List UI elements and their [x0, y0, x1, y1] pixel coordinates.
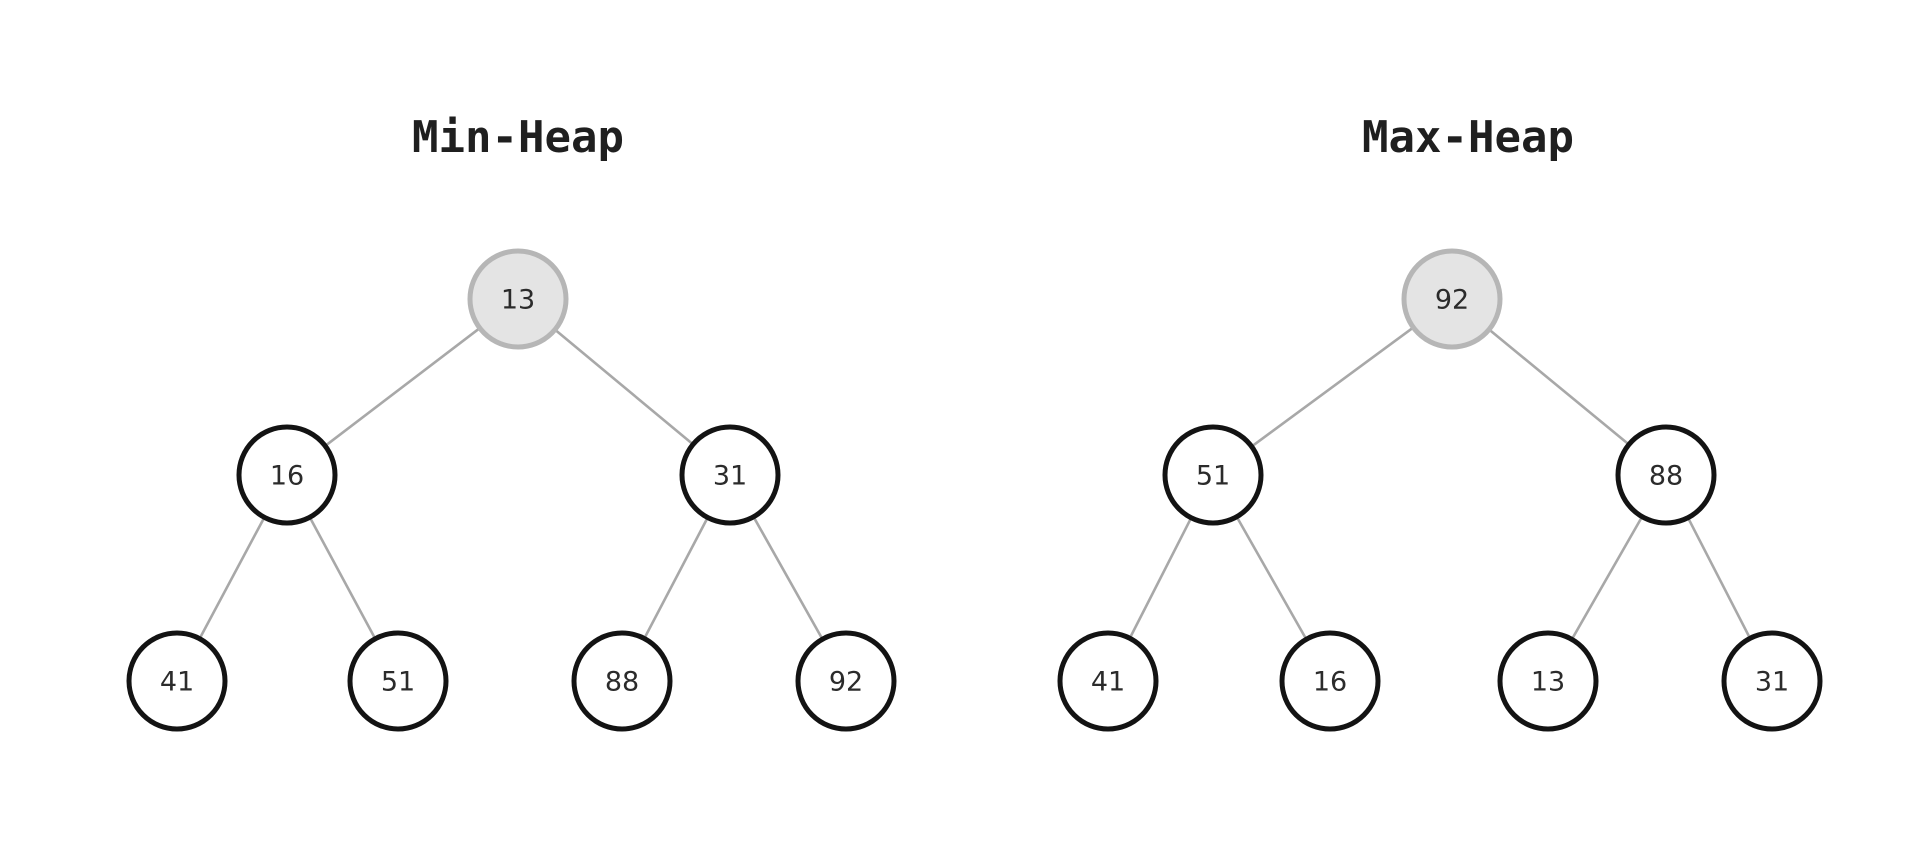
node-circle[interactable]	[1721, 630, 1823, 732]
tree-node[interactable]: 16	[236, 424, 338, 526]
tree-node[interactable]: 13	[467, 248, 569, 350]
node-circle[interactable]	[1057, 630, 1159, 732]
nodes-layer: 13 16 31 41 51 88 92 92 51 88 41 16 13 31	[126, 248, 1823, 732]
node-circle[interactable]	[571, 630, 673, 732]
tree-edge	[643, 517, 709, 639]
tree-edge	[1235, 516, 1308, 640]
tree-edge	[752, 516, 824, 640]
node-circle[interactable]	[1615, 424, 1717, 526]
tree-node[interactable]: 51	[347, 630, 449, 732]
node-value-label: 92	[1435, 285, 1469, 316]
node-circle-root[interactable]	[1401, 248, 1503, 350]
node-value-label: 41	[1091, 667, 1125, 698]
tree-node[interactable]: 92	[795, 630, 897, 732]
node-circle[interactable]	[126, 630, 228, 732]
tree-node[interactable]: 88	[1615, 424, 1717, 526]
tree-node[interactable]: 31	[679, 424, 781, 526]
tree-node[interactable]: 88	[571, 630, 673, 732]
tree-edge	[308, 516, 377, 640]
node-circle[interactable]	[1279, 630, 1381, 732]
tree-node[interactable]: 51	[1162, 424, 1264, 526]
tree-edge	[1571, 516, 1643, 640]
node-value-label: 13	[501, 285, 535, 316]
node-value-label: 88	[605, 667, 639, 698]
tree-node[interactable]: 13	[1497, 630, 1599, 732]
node-value-label: 92	[829, 667, 863, 698]
heap-title-min-heap: Min-Heap	[412, 112, 624, 163]
tree-node[interactable]: 92	[1401, 248, 1503, 350]
tree-edge	[198, 516, 266, 640]
node-value-label: 88	[1649, 461, 1683, 492]
tree-edge	[1687, 517, 1751, 639]
tree-edge	[1251, 326, 1414, 448]
node-value-label: 31	[1755, 667, 1789, 698]
node-value-label: 13	[1531, 667, 1565, 698]
node-value-label: 31	[713, 461, 747, 492]
titles-layer: Min-Heap Max-Heap	[412, 112, 1574, 163]
node-circle[interactable]	[679, 424, 781, 526]
node-circle-root[interactable]	[467, 248, 569, 350]
edges-layer	[198, 326, 1751, 640]
tree-node[interactable]: 31	[1721, 630, 1823, 732]
node-circle[interactable]	[1497, 630, 1599, 732]
heap-title-max-heap: Max-Heap	[1362, 112, 1574, 163]
node-circle[interactable]	[1162, 424, 1264, 526]
node-value-label: 51	[381, 667, 415, 698]
tree-edge	[554, 328, 694, 446]
node-value-label: 16	[270, 461, 304, 492]
tree-node[interactable]: 41	[126, 630, 228, 732]
node-value-label: 16	[1313, 667, 1347, 698]
tree-edge	[1488, 328, 1630, 446]
node-value-label: 41	[160, 667, 194, 698]
tree-node[interactable]: 41	[1057, 630, 1159, 732]
node-value-label: 51	[1196, 461, 1230, 492]
tree-node[interactable]: 16	[1279, 630, 1381, 732]
tree-edge	[1128, 517, 1193, 639]
node-circle[interactable]	[795, 630, 897, 732]
tree-edge	[324, 327, 481, 447]
node-circle[interactable]	[347, 630, 449, 732]
node-circle[interactable]	[236, 424, 338, 526]
